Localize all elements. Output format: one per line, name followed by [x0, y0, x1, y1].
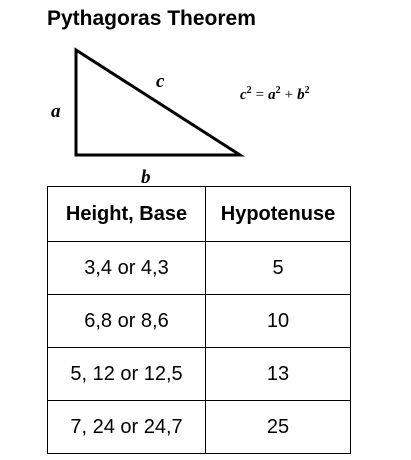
pythagorean-triples-table: Height, Base Hypotenuse 3,4 or 4,3 5 6,8… [47, 186, 351, 454]
formula-a: a [268, 87, 276, 103]
formula-b: b [297, 87, 305, 103]
table-row: 6,8 or 8,6 10 [47, 294, 351, 348]
formula-plus: + [284, 87, 294, 103]
table-row: 3,4 or 4,3 5 [47, 241, 351, 295]
right-triangle-diagram: a c b [51, 47, 246, 188]
header-hypotenuse: Hypotenuse [205, 186, 351, 242]
formula-equals: = [255, 87, 265, 103]
side-a-label: a [51, 101, 61, 122]
page-title: Pythagoras Theorem [47, 7, 256, 30]
cell-hypotenuse: 5 [205, 241, 351, 295]
table-row: 5, 12 or 12,5 13 [47, 347, 351, 401]
pythagoras-formula: c2=a2+b2 [240, 86, 310, 104]
side-b-label: b [141, 167, 151, 188]
triangle-shape [74, 47, 246, 157]
formula-b-exponent: 2 [304, 85, 310, 96]
table-header-row: Height, Base Hypotenuse [47, 186, 351, 242]
cell-hypotenuse: 13 [205, 347, 351, 401]
formula-c: c [240, 87, 247, 103]
formula-c-exponent: 2 [246, 85, 252, 96]
formula-a-exponent: 2 [275, 85, 281, 96]
table-row: 7, 24 or 24,7 25 [47, 400, 351, 454]
side-c-label: c [156, 71, 165, 92]
cell-hypotenuse: 25 [205, 400, 351, 454]
header-height-base: Height, Base [47, 186, 206, 242]
cell-height-base: 7, 24 or 24,7 [47, 400, 206, 454]
cell-height-base: 6,8 or 8,6 [47, 294, 206, 348]
cell-height-base: 5, 12 or 12,5 [47, 347, 206, 401]
cell-height-base: 3,4 or 4,3 [47, 241, 206, 295]
cell-hypotenuse: 10 [205, 294, 351, 348]
